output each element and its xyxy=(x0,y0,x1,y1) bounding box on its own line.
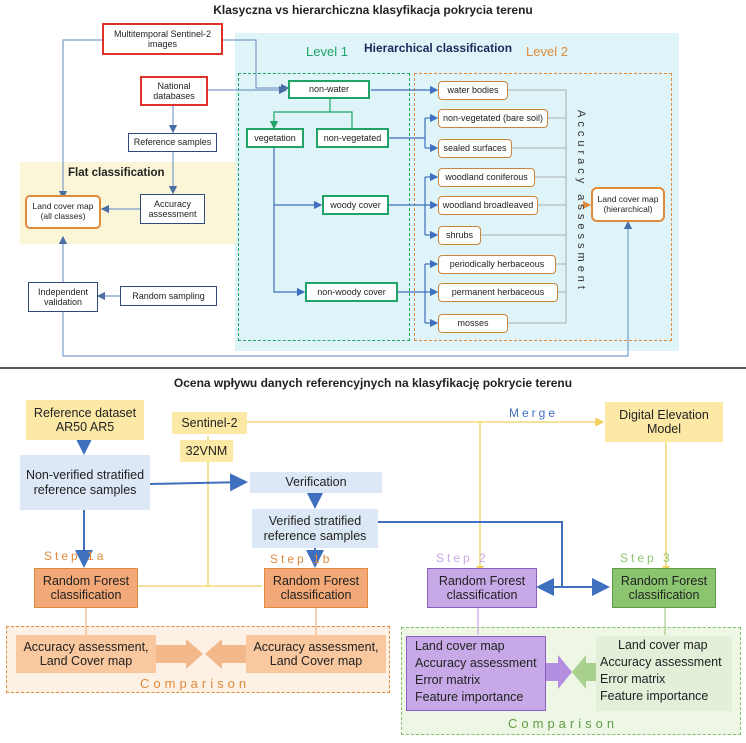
comparison-right-label: Comparison xyxy=(508,716,619,731)
step3-label: Step 3 xyxy=(620,551,673,565)
sentinel-images-box: Multitemporal Sentinel-2 images xyxy=(102,23,223,55)
water-bodies-box: water bodies xyxy=(438,81,508,100)
result-accuracy: Accuracy assessment xyxy=(415,656,537,670)
permanent-herbaceous-box: permanent herbaceous xyxy=(438,283,558,302)
flat-title: Flat classification xyxy=(68,167,165,179)
sentinel2-box: Sentinel-2 xyxy=(172,412,247,434)
result-land-cover-map: Land cover map xyxy=(618,638,708,652)
step1a-label: Step 1a xyxy=(44,549,107,563)
vegetation-box: vegetation xyxy=(246,128,304,148)
shrubs-box: shrubs xyxy=(438,226,481,245)
sealed-surfaces-box: sealed surfaces xyxy=(438,139,512,158)
verified-samples-box: Verified stratified reference samples xyxy=(252,509,378,548)
random-sampling-box: Random sampling xyxy=(120,286,217,306)
flat-land-cover-box: Land cover map (all classes) xyxy=(25,195,101,229)
results-step3-box: Land cover map Accuracy assessment Error… xyxy=(596,636,732,711)
dem-box: Digital Elevation Model xyxy=(605,402,723,442)
rf-step1b-box: Random Forest classification xyxy=(264,568,368,608)
accuracy-step1b-box: Accuracy assessment, Land Cover map xyxy=(246,635,386,673)
result-land-cover-map: Land cover map xyxy=(415,639,505,653)
non-woody-cover-box: non-woody cover xyxy=(305,282,398,302)
bottom-title: Ocena wpływu danych referencyjnych na kl… xyxy=(173,376,573,390)
step2-label: Step 2 xyxy=(436,551,489,565)
result-accuracy: Accuracy assessment xyxy=(600,655,722,669)
mosses-box: mosses xyxy=(438,314,508,333)
top-title: Klasyczna vs hierarchiczna klasyfikacja … xyxy=(213,3,533,17)
national-databases-box: National databases xyxy=(140,76,208,106)
non-water-box: non-water xyxy=(288,80,370,99)
rf-step3-box: Random Forest classification xyxy=(612,568,716,608)
independent-validation-box: Independent validation xyxy=(28,282,98,312)
merge-label: Merge xyxy=(509,406,559,420)
woodland-broadleaved-box: woodland broadleaved xyxy=(438,196,538,215)
result-error-matrix: Error matrix xyxy=(600,672,666,686)
result-error-matrix: Error matrix xyxy=(415,673,481,687)
level2-frame xyxy=(414,73,672,341)
result-feature-importance: Feature importance xyxy=(600,689,709,703)
nonverified-samples-box: Non-verified stratified reference sample… xyxy=(20,455,150,510)
bare-soil-box: non-vegetated (bare soil) xyxy=(438,109,548,128)
reference-dataset-box: Reference dataset AR50 AR5 xyxy=(26,400,144,440)
tile-32vnm-box: 32VNM xyxy=(180,440,233,462)
periodically-herbaceous-box: periodically herbaceous xyxy=(438,255,556,274)
result-feature-importance: Feature importance xyxy=(415,690,524,704)
level1-label: Level 1 xyxy=(306,44,348,59)
accuracy-vertical-label: Accuracy assessment xyxy=(575,110,587,293)
hierarchical-title: Hierarchical classification xyxy=(364,41,513,55)
rf-step1a-box: Random Forest classification xyxy=(34,568,138,608)
level1-frame xyxy=(238,73,410,341)
verification-box: Verification xyxy=(250,472,382,493)
level2-label: Level 2 xyxy=(526,44,568,59)
woodland-coniferous-box: woodland coniferous xyxy=(438,168,535,187)
non-vegetated-box: non-vegetated xyxy=(316,128,389,148)
results-step2-box: Land cover map Accuracy assessment Error… xyxy=(406,636,546,711)
woody-cover-box: woody cover xyxy=(322,195,389,215)
reference-samples-box: Reference samples xyxy=(128,133,217,152)
accuracy-step1a-box: Accuracy assessment, Land Cover map xyxy=(16,635,156,673)
flat-accuracy-box: Accuracy assessment xyxy=(140,194,205,224)
hierarchical-land-cover-box: Land cover map (hierarchical) xyxy=(591,187,665,222)
rf-step2-box: Random Forest classification xyxy=(427,568,537,608)
step1b-label: Step 1b xyxy=(270,552,333,566)
comparison-left-label: Comparison xyxy=(140,676,251,691)
